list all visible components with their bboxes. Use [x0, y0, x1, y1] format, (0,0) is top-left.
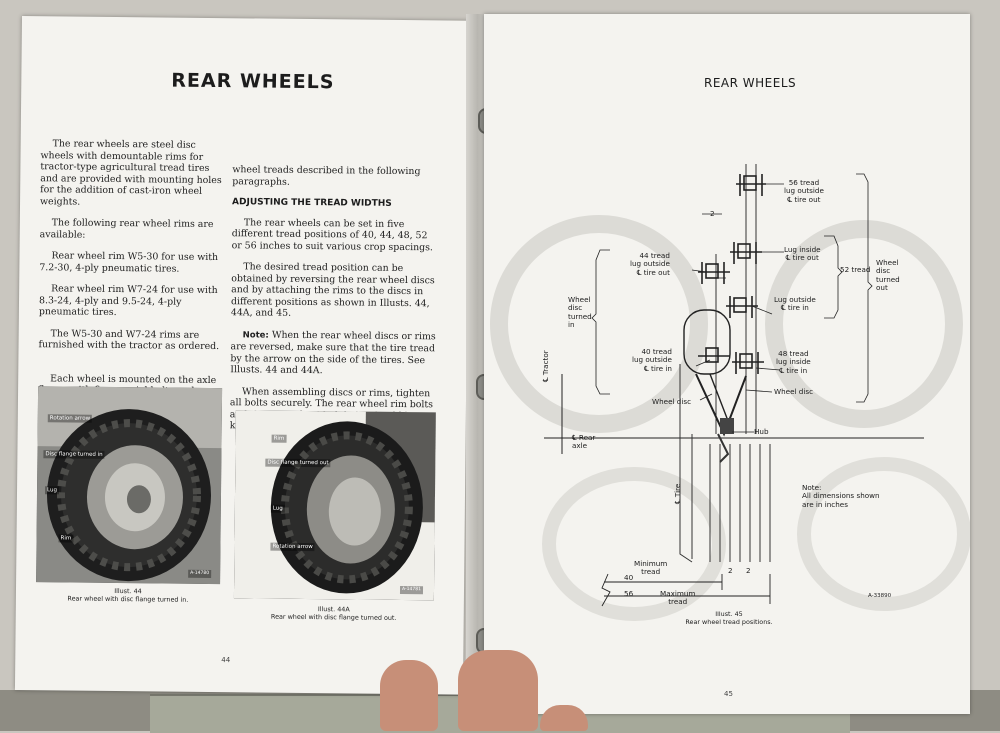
caption-text: Rear wheel tread positions.: [685, 618, 773, 626]
page-number: 44: [221, 656, 231, 665]
photo-wheel-disc-out: Rim Disc flange turned out Lug Rotation …: [233, 410, 436, 601]
hand-thumb: [380, 660, 438, 731]
section-heading: ADJUSTING THE TREAD WIDTHS: [232, 197, 392, 209]
label-tire-centerline: ℄ Tire: [673, 483, 682, 504]
paragraph: The desired tread position can be obtain…: [230, 261, 435, 319]
photo-label: Disc flange turned in: [43, 450, 105, 460]
photo-label: Disc flange turned out: [265, 458, 331, 468]
page-title: REAR WHEELS: [171, 69, 335, 94]
caption-number: Illust. 45: [715, 610, 743, 618]
label-hub: Hub: [754, 427, 769, 436]
figure-caption: Illust. 44 Rear wheel with disc flange t…: [36, 586, 220, 604]
paragraph: Rear wheel rim W7-24 for use with 8.3-24…: [38, 283, 218, 319]
photo-label: Lug: [270, 504, 285, 514]
note-label: Note:: [242, 329, 269, 341]
photo-label: Rim: [58, 534, 74, 543]
page-number: 45: [724, 690, 733, 698]
hand-finger: [458, 650, 538, 731]
photo-label: Rotation arrow: [270, 542, 315, 552]
label-52-tread: 52 tread: [840, 265, 871, 274]
label-56-dimension: 56: [624, 589, 634, 598]
left-page: REAR WHEELS The rear wheels are steel di…: [14, 16, 470, 695]
label-2-dimension: 2: [710, 209, 715, 218]
paragraph: The rear wheels can be set in five diffe…: [231, 216, 434, 253]
tread-diagram: [490, 164, 970, 621]
wheel-photo-graphic: [233, 410, 436, 601]
wheel-photo-graphic: [36, 386, 223, 585]
photo-code: A-14780: [188, 569, 212, 579]
label-lug-inside-tire-out: Lug inside℄ tire out: [784, 245, 821, 263]
hand-finger: [540, 705, 588, 731]
photo-label: Rotation arrow: [47, 414, 93, 424]
photo-label: Lug: [44, 486, 60, 495]
label-wheel-disc: Wheel disc: [652, 397, 692, 406]
paragraph: The rear wheels are steel disc wheels wi…: [40, 138, 222, 208]
photo-label: Rim: [271, 434, 287, 444]
label-tractor-centerline: ℄ Tractor: [541, 350, 550, 382]
figure-caption: Illust. 45 Rear wheel tread positions.: [654, 610, 804, 626]
paragraph: wheel treads described in the following …: [232, 164, 421, 188]
paragraph: The W5-30 and W7-24 rims are furnished w…: [38, 327, 220, 353]
label-lug-outside-tire-in: Lug outside℄ tire in: [774, 295, 816, 313]
photo-code: A-14781: [399, 585, 423, 595]
text-column-2: wheel treads described in the following …: [230, 164, 441, 444]
caption-text: Rear wheel with disc flange turned out.: [270, 612, 397, 622]
label-2-dimension: 2: [746, 566, 751, 575]
label-40-dimension: 40: [624, 573, 634, 582]
paragraph: The following rear wheel rims are availa…: [39, 217, 214, 241]
caption-text: Rear wheel with disc flange turned in.: [67, 594, 189, 604]
page-title: REAR WHEELS: [704, 76, 797, 90]
photo-wheel-disc-in: Rotation arrow Disc flange turned in Lug…: [36, 386, 223, 585]
note-paragraph: Note: When the rear wheel discs or rims …: [230, 329, 438, 378]
paragraph: Rear wheel rim W5-30 for use with 7.2-30…: [39, 250, 219, 275]
right-page: REAR WHEELS: [484, 14, 970, 714]
figure-code: A-33890: [868, 593, 892, 599]
label-2-dimension: 2: [728, 566, 733, 575]
label-wheel-disc: Wheel disc: [774, 387, 814, 396]
figure-caption: Illust. 44A Rear wheel with disc flange …: [234, 604, 434, 622]
